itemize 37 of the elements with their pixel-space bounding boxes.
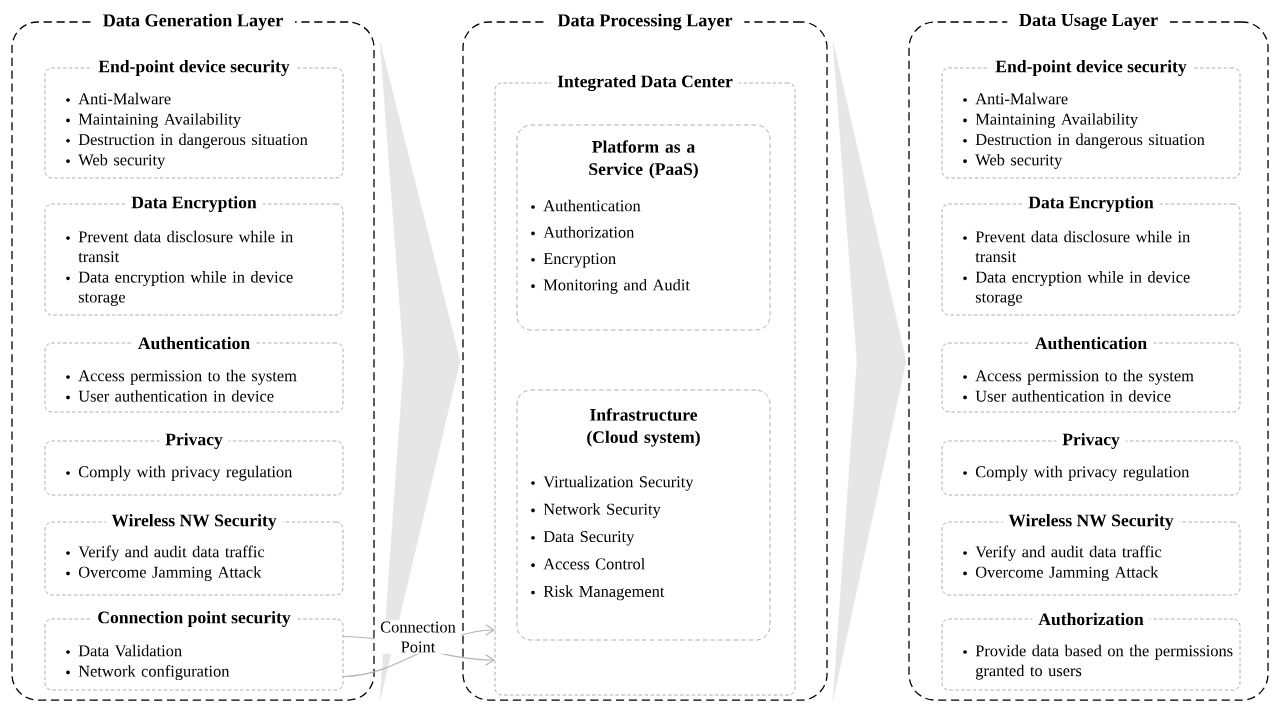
bullet-item: Access permission to the system	[963, 369, 1194, 385]
bullet-item: Monitoring and Audit	[531, 278, 690, 294]
bullet-item: Anti-Malware	[66, 92, 171, 105]
bullet-item: Web security	[963, 153, 1063, 169]
bullet-item: Prevent data disclosure while in transit	[963, 230, 1190, 263]
bullet-item: Maintaining Availability	[963, 113, 1138, 129]
bullet-item: User authentication in device	[963, 390, 1171, 402]
bullet-item: Authentication	[531, 199, 641, 212]
bullet-item: Destruction in dangerous situation	[66, 133, 308, 149]
flow-chevron	[832, 41, 907, 701]
bullet-item: Maintaining Availability	[66, 113, 241, 129]
bullet-item: Virtualization Security	[531, 475, 694, 491]
bullet-item: Prevent data disclosure while in transit	[66, 230, 293, 263]
flow-chevron	[379, 41, 461, 701]
bullet-item: Overcome Jamming Attack	[963, 566, 1159, 582]
bullet-item: Network configuration	[66, 665, 230, 681]
edge-label: Connection Point	[374, 620, 462, 654]
bullet-item: Web security	[66, 153, 166, 169]
bullet-item: Data encryption while in device storage	[963, 271, 1190, 306]
bullet-item: Authorization	[531, 226, 635, 238]
bullet-item: Risk Management	[531, 585, 665, 601]
bullet-item: Destruction in dangerous situation	[963, 133, 1205, 149]
bullet-item: Comply with privacy regulation	[963, 465, 1190, 481]
bullet-item: Verify and audit data traffic	[66, 545, 265, 561]
bullet-item: Anti-Malware	[963, 92, 1068, 105]
bullet-item: Overcome Jamming Attack	[66, 566, 262, 582]
bullet-item: Encryption	[531, 253, 616, 268]
bullet-item: Provide data based on the permissions granted to users	[963, 644, 1233, 680]
bullet-item: Data Security	[531, 531, 635, 546]
bullet-item: Access permission to the system	[66, 369, 297, 385]
bullet-item: Access Control	[531, 557, 645, 570]
bullet-item: Data encryption while in device storage	[66, 271, 293, 306]
bullet-item: Network Security	[531, 503, 661, 519]
bullet-item: User authentication in device	[66, 390, 274, 402]
bullet-item: Comply with privacy regulation	[66, 465, 293, 481]
bullet-item: Data Validation	[66, 644, 182, 657]
bullet-item: Verify and audit data traffic	[963, 545, 1162, 561]
